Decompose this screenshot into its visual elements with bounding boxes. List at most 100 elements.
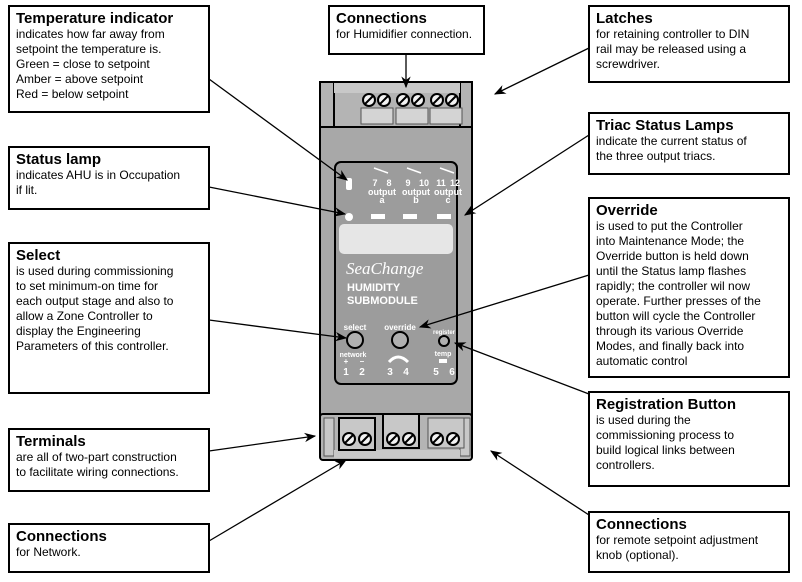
leader-override <box>418 274 590 329</box>
triac-lamp-a <box>371 214 385 219</box>
output-a-letter: a <box>379 195 385 205</box>
output-c-label: output <box>434 187 462 197</box>
callout-connections-setpoint: Connections for remote setpoint adjustme… <box>588 511 790 573</box>
callout-line: is used during commissioning <box>16 264 174 278</box>
leader-temperature-indicator <box>208 78 348 181</box>
callout-line: operate. Further presses of the <box>596 294 761 308</box>
output-b-label: output <box>402 187 430 197</box>
brand-logo: SeaChange <box>346 259 424 278</box>
callout-line: rapidly; the controller wil now <box>596 279 751 293</box>
terminal-3: 3 <box>387 367 393 378</box>
callout-line: screwdriver. <box>596 57 661 71</box>
callout-line: for Network. <box>16 545 81 559</box>
callout-line: Parameters of this controller. <box>16 339 169 353</box>
output-c-letter: c <box>445 195 450 205</box>
callout-line: controllers. <box>596 458 655 472</box>
callout-title: Terminals <box>16 433 86 450</box>
front-panel <box>334 161 458 385</box>
relay-symbols <box>373 167 455 174</box>
callout-line: to facilitate wiring connections. <box>16 465 179 479</box>
temperature-indicator-lamp <box>346 178 352 190</box>
callout-title: Status lamp <box>16 151 102 168</box>
model-line-1: HUMIDITY <box>347 282 401 294</box>
terminal-1: 1 <box>343 367 349 378</box>
select-button[interactable] <box>346 331 364 349</box>
callout-line: indicates AHU is in Occupation <box>16 168 181 182</box>
terminal-7: 7 <box>372 178 377 188</box>
callout-line: into Maintenance Mode; the <box>596 234 745 248</box>
terminal-4: 4 <box>403 367 409 378</box>
callout-line: commissioning process to <box>596 428 735 442</box>
callout-line: Modes, and finally back into <box>596 339 745 353</box>
leader-status-lamp <box>208 186 347 217</box>
setpoint-knob-symbol <box>387 355 410 364</box>
callout-title: Latches <box>596 10 653 27</box>
network-plus: + <box>344 357 349 366</box>
callout-line: Override button is held down <box>596 249 749 263</box>
terminal-2: 2 <box>359 367 365 378</box>
callout-line: indicates how far away from <box>16 27 165 41</box>
callout-title: Connections <box>596 516 687 533</box>
leader-select <box>208 319 348 342</box>
model-line-2: SUBMODULE <box>347 295 418 307</box>
callout-title: Connections <box>16 528 107 545</box>
callout-line: is used during the <box>596 413 691 427</box>
callout-line: is used to put the Controller <box>596 219 743 233</box>
callout-title: Select <box>16 247 61 264</box>
override-button-label: override <box>384 323 416 332</box>
leader-latches <box>493 47 590 95</box>
network-minus: – <box>360 357 365 366</box>
callout-title: Connections <box>336 10 427 27</box>
callout-line: knob (optional). <box>596 548 679 562</box>
select-button-label: select <box>344 323 367 332</box>
callout-registration-button: Registration Button is used during the c… <box>588 391 790 487</box>
callout-title: Override <box>596 202 658 219</box>
callout-line: until the Status lamp flashes <box>596 264 747 278</box>
callout-line: allow a Zone Controller to <box>16 309 153 323</box>
callout-line: build logical links between <box>596 443 735 457</box>
triac-lamp-b <box>403 214 417 219</box>
callout-line: for Humidifier connection. <box>336 27 473 41</box>
leader-connections-network <box>208 459 348 542</box>
callout-line: are all of two-part construction <box>16 450 177 464</box>
callout-line: button will cycle the Controller <box>596 309 756 323</box>
callout-triac-status-lamps: Triac Status Lamps indicate the current … <box>588 112 790 175</box>
terminal-5: 5 <box>433 367 439 378</box>
callout-terminals: Terminals are all of two-part constructi… <box>8 428 210 492</box>
callout-override: Override is used to put the Controller i… <box>588 197 790 378</box>
triac-lamp-c <box>437 214 451 219</box>
callout-line: Amber = above setpoint <box>16 72 144 86</box>
callout-line: display the Engineering <box>16 324 141 338</box>
temp-label: temp <box>435 351 452 358</box>
callout-line: rail may be released using a <box>596 42 747 56</box>
callout-status-lamp: Status lamp indicates AHU is in Occupati… <box>8 146 210 210</box>
callout-title: Triac Status Lamps <box>596 117 734 134</box>
terminal-10: 10 <box>419 178 429 188</box>
output-a-label: output <box>368 187 396 197</box>
callout-temperature-indicator: Temperature indicator indicates how far … <box>8 5 210 113</box>
terminal-12: 12 <box>450 178 460 188</box>
network-label: network <box>340 352 367 359</box>
terminal-6: 6 <box>449 367 455 378</box>
callout-line: to set minimum-on time for <box>16 279 159 293</box>
register-button-label: register <box>433 330 456 336</box>
leader-connections-setpoint <box>490 450 590 516</box>
callout-line: for retaining controller to DIN <box>596 27 750 41</box>
callout-connections-network: Connections for Network. <box>8 523 210 573</box>
register-button[interactable] <box>438 335 450 347</box>
callout-latches: Latches for retaining controller to DIN … <box>588 5 790 83</box>
terminal-11: 11 <box>436 178 446 188</box>
override-button[interactable] <box>391 331 409 349</box>
callout-line: each output stage and also to <box>16 294 174 308</box>
leader-terminals <box>208 432 317 452</box>
callout-line: Red = below setpoint <box>16 87 129 101</box>
callout-line: automatic control <box>596 354 688 368</box>
callout-line: for remote setpoint adjustment <box>596 533 759 547</box>
callout-line: Green = close to setpoint <box>16 57 150 71</box>
terminal-9: 9 <box>405 178 410 188</box>
callout-line: setpoint the temperature is. <box>16 42 162 56</box>
callout-line: if lit. <box>16 183 38 197</box>
temp-symbol <box>439 359 447 363</box>
callout-title: Temperature indicator <box>16 10 174 27</box>
